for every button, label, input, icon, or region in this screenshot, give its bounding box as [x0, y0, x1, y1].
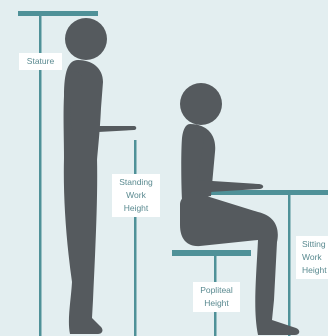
stature-top-bar [18, 11, 98, 16]
sitting-work-height-line [288, 195, 291, 336]
label-sitting-work-height: Sitting Work Height [296, 236, 328, 279]
label-standing-line-2: Work [115, 189, 157, 202]
seated-head [180, 83, 222, 125]
chair-seat [172, 250, 251, 256]
label-popliteal-height: Popliteal Height [193, 282, 240, 312]
seated-legs [180, 193, 299, 335]
label-popliteal-line-2: Height [196, 297, 237, 310]
standing-legs [64, 158, 103, 334]
label-popliteal-line-1: Popliteal [196, 284, 237, 297]
standing-work-height-line [134, 140, 137, 336]
seated-arm [182, 128, 263, 193]
label-standing-work-height: Standing Work Height [112, 174, 160, 217]
label-sitting-line-3: Height [302, 264, 325, 277]
label-sitting-line-1: Sitting [302, 238, 325, 251]
label-sitting-line-2: Work [302, 251, 325, 264]
label-stature-text: Stature [27, 56, 54, 66]
label-standing-line-3: Height [115, 202, 157, 215]
label-stature: Stature [19, 53, 62, 70]
standing-head [65, 18, 107, 60]
label-standing-line-1: Standing [115, 176, 157, 189]
